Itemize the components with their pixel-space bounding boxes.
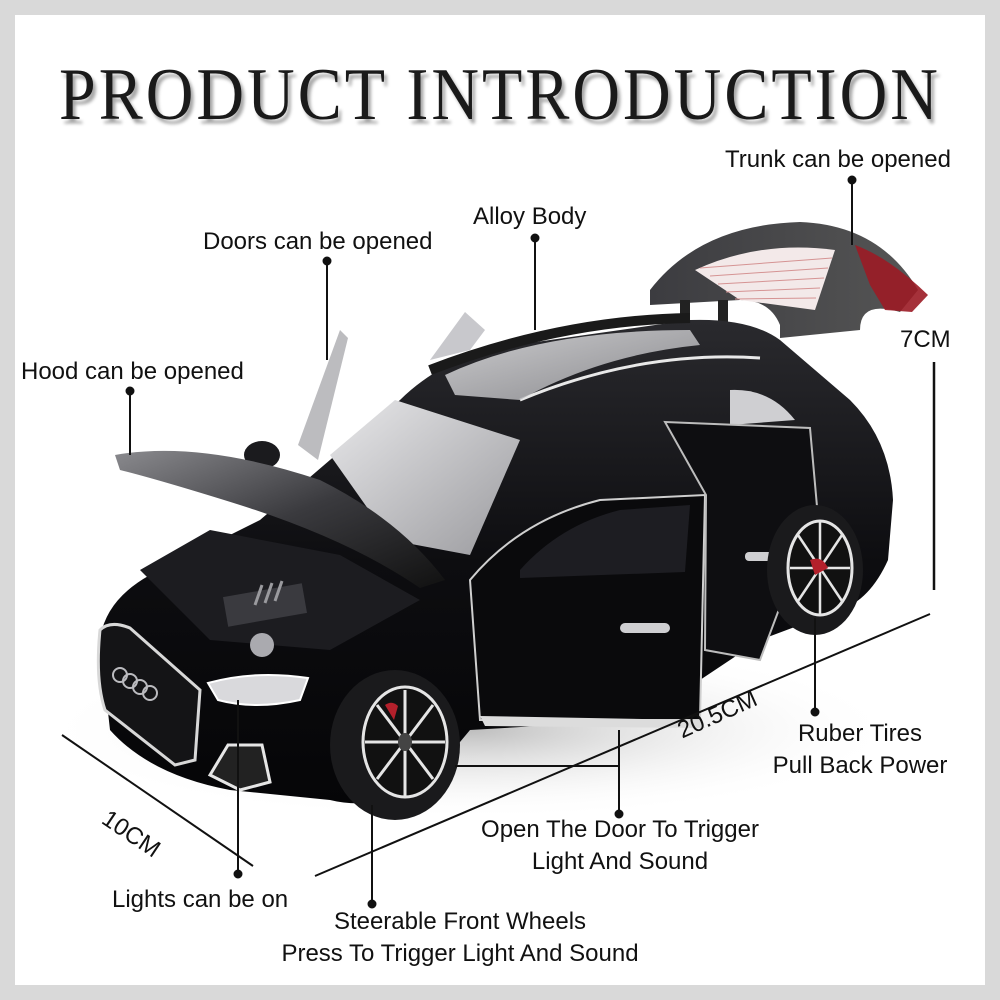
length-dimension-line xyxy=(314,613,931,877)
label-door-trigger-line2: Light And Sound xyxy=(531,848,709,875)
width-dimension-line xyxy=(61,734,254,867)
car-illustration xyxy=(40,175,936,909)
label-alloy-body: Alloy Body xyxy=(473,203,587,230)
label-trunk: Trunk can be opened xyxy=(725,146,951,173)
label-steering-line2: Press To Trigger Light And Sound xyxy=(281,940,639,967)
label-tires-line1: Ruber Tires xyxy=(797,720,923,747)
page-title: PRODUCT INTRODUCTION xyxy=(59,54,941,136)
front-wheel xyxy=(330,670,460,820)
label-steering: Steerable Front Wheels Press To Trigger … xyxy=(245,906,675,970)
label-tires: Ruber Tires Pull Back Power xyxy=(755,718,965,782)
label-lights: Lights can be on xyxy=(112,886,289,913)
trunk-lid xyxy=(650,222,928,338)
label-door-trigger-line1: Open The Door To Trigger xyxy=(481,816,759,843)
label-tires-line2: Pull Back Power xyxy=(772,752,948,779)
rear-wheel xyxy=(767,505,863,635)
label-doors: Doors can be opened xyxy=(203,228,433,255)
label-door-trigger: Open The Door To Trigger Light And Sound xyxy=(455,814,785,878)
product-card: PRODUCT INTRODUCTION Trunk can be opened… xyxy=(15,15,985,985)
front-grille xyxy=(96,623,202,767)
sunroof xyxy=(445,330,700,400)
label-hood: Hood can be opened xyxy=(21,358,244,385)
label-steering-line1: Steerable Front Wheels xyxy=(333,908,587,935)
hood-open xyxy=(115,450,445,588)
dimension-height: 7CM xyxy=(900,326,951,353)
open-door-left xyxy=(298,330,348,460)
headlight xyxy=(206,673,310,706)
